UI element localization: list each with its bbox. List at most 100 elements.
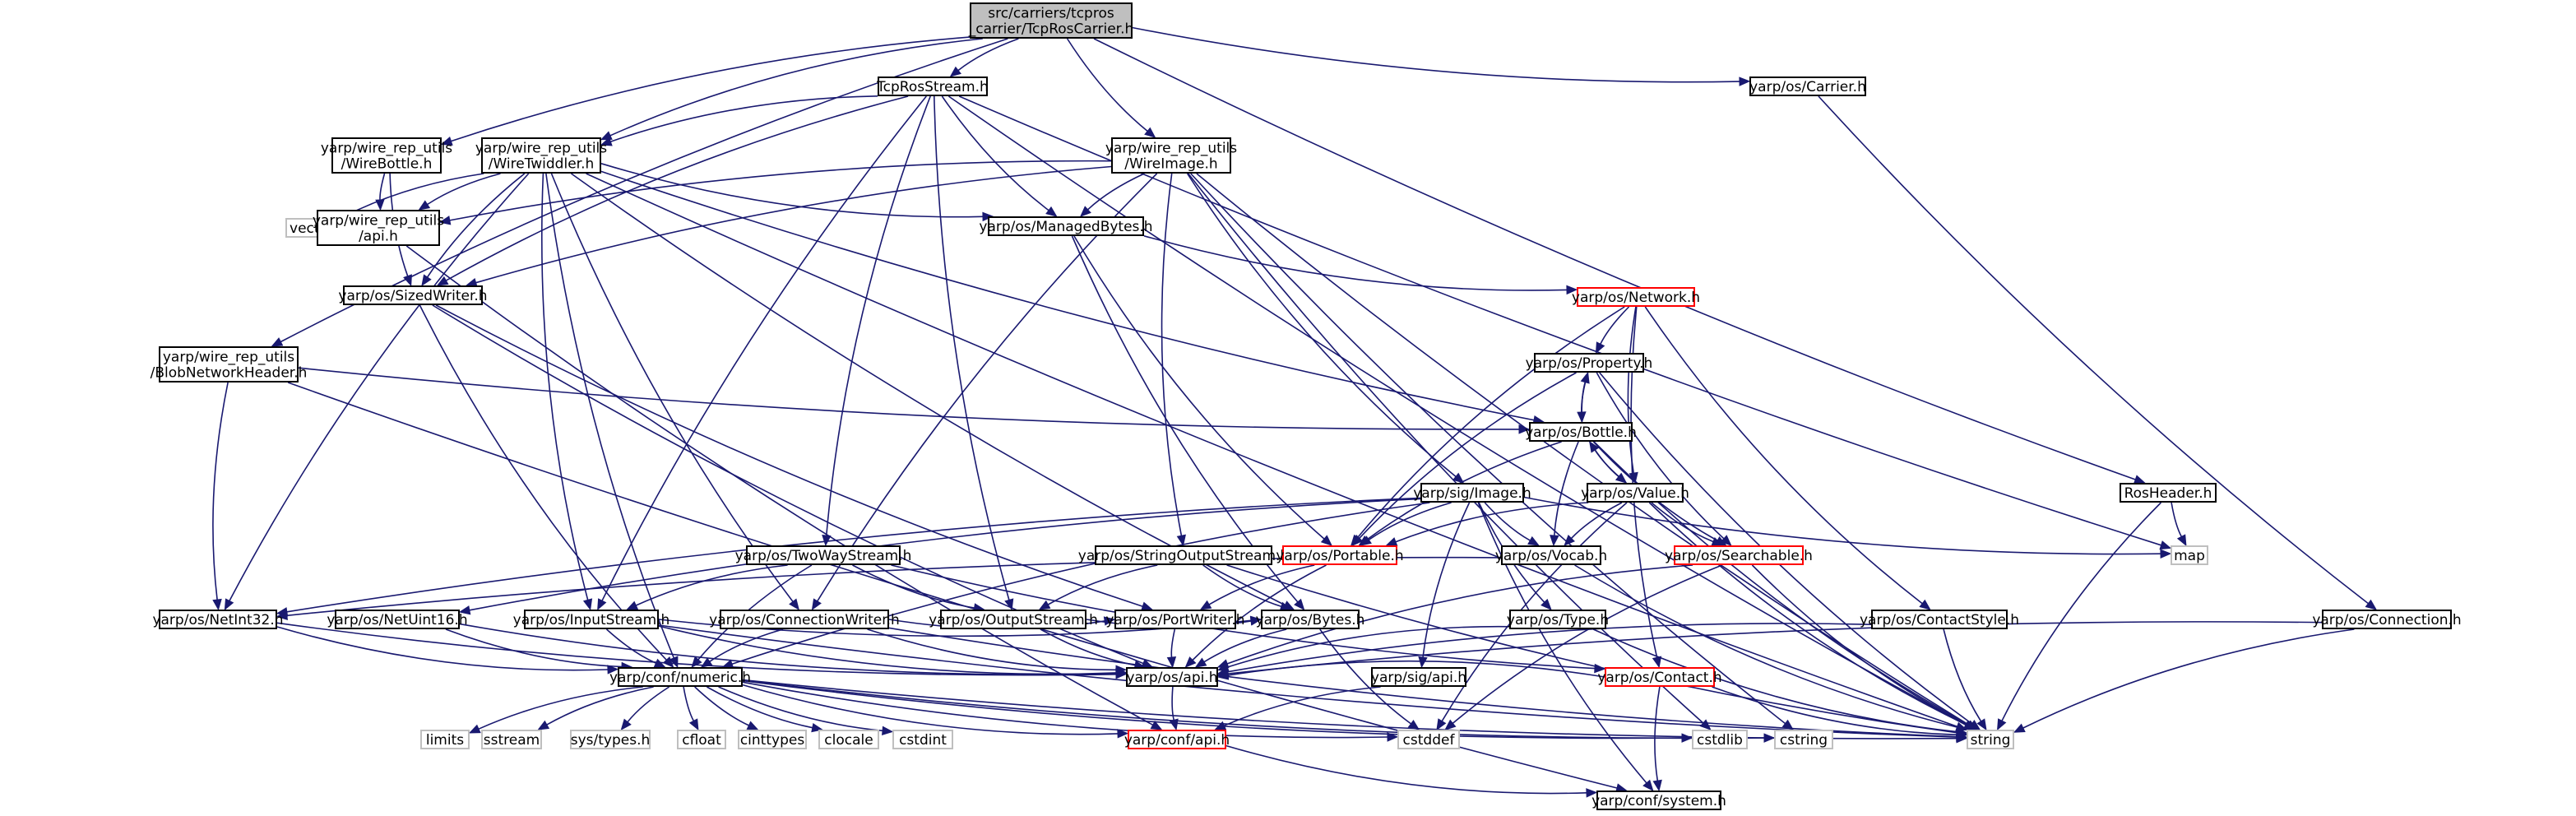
node-label-portable: yarp/os/Portable.h	[1276, 548, 1403, 564]
edge-numeric-to-limits	[478, 686, 643, 730]
node-clocale: clocale	[818, 730, 879, 749]
node-box-twowaystream	[746, 545, 901, 565]
arrowhead-inputstream-to-numeric	[653, 658, 666, 668]
edge-root-to-wiretwiddler	[609, 38, 983, 137]
arrowhead-numeric-to-limits	[468, 724, 481, 734]
node-sigapi[interactable]: yarp/sig/api.h	[1371, 667, 1466, 687]
node-netuint16[interactable]: yarp/os/NetUint16.h	[327, 610, 468, 629]
edge-wiretwiddler-to-connectionwriter	[550, 173, 794, 602]
arrowhead-image-to-vocab	[1527, 536, 1540, 546]
arrowhead-wiretwiddler-to-wireapi	[418, 200, 431, 211]
node-box-bytes	[1261, 610, 1360, 629]
node-image[interactable]: yarp/sig/Image.h	[1413, 483, 1531, 503]
arrowhead-root-to-rosheader	[2133, 475, 2146, 484]
edge-tcprosstream-to-twowaystream	[826, 95, 931, 536]
arrowhead-wiretwiddler-to-connectionwriter	[789, 598, 799, 611]
edge-image-to-sigapi	[1422, 502, 1471, 658]
edge-sizedwriter-to-portwriter	[435, 304, 1143, 608]
node-connectionwriter[interactable]: yarp/os/ConnectionWriter.h	[709, 610, 900, 629]
edge-wiretwiddler-to-inputstream	[541, 173, 589, 600]
node-outputstream[interactable]: yarp/os/OutputStream.h	[929, 610, 1098, 629]
node-sizedwriter[interactable]: yarp/os/SizedWriter.h	[338, 285, 488, 305]
node-label-clocale: clocale	[824, 732, 873, 749]
arrowhead-wireimage-to-image	[1452, 472, 1465, 484]
arrowhead-image-to-system	[1642, 779, 1654, 791]
node-box-contactstyle	[1871, 610, 2008, 629]
node-netint32[interactable]: yarp/os/NetInt32.h	[152, 610, 284, 629]
edge-osapi-to-confapi	[1171, 686, 1174, 721]
node-portwriter[interactable]: yarp/os/PortWriter.h	[1105, 610, 1245, 629]
node-root[interactable]: src/carriers/tcpros_carrier/TcpRosCarrie…	[968, 2, 1134, 39]
node-bytes[interactable]: yarp/os/Bytes.h	[1256, 610, 1365, 629]
node-stringoutputstream[interactable]: yarp/os/StringOutputStream.h	[1078, 545, 1289, 565]
node-box-cstring	[1774, 730, 1833, 749]
edge-managedbytes-to-portable	[1073, 235, 1325, 540]
node-wiretwiddler[interactable]: yarp/wire_rep_utils/WireTwiddler.h	[475, 137, 607, 174]
node-carrier[interactable]: yarp/os/Carrier.h	[1749, 76, 1866, 96]
node-label-system: yarp/conf/system.h	[1591, 793, 1726, 809]
node-property[interactable]: yarp/os/Property.h	[1526, 353, 1653, 373]
node-network[interactable]: yarp/os/Network.h	[1572, 287, 1700, 307]
edge-portable-to-portwriter	[1208, 564, 1315, 605]
node-connection[interactable]: yarp/os/Connection.h	[2312, 610, 2462, 629]
edge-image-to-vocab	[1484, 502, 1531, 541]
node-rosheader[interactable]: RosHeader.h	[2120, 483, 2217, 503]
edge-connection-to-string	[2022, 628, 2355, 729]
node-inputstream[interactable]: yarp/os/InputStream.h	[513, 610, 670, 629]
arrowhead-image-to-netuint16	[458, 605, 471, 615]
edge-value-to-vocab	[1570, 502, 1623, 539]
arrowhead-network-to-contactstyle	[1919, 599, 1931, 610]
node-value[interactable]: yarp/os/Value.h	[1581, 483, 1689, 503]
edge-tcprosstream-to-managedbytes	[941, 95, 1049, 211]
node-bottle[interactable]: yarp/os/Bottle.h	[1525, 422, 1637, 442]
arrowhead-portable-to-osapi	[1184, 656, 1197, 668]
arrowhead-carrier-to-connection	[2365, 599, 2378, 610]
edge-numeric-to-systypes	[627, 686, 670, 723]
node-wirebottle[interactable]: yarp/wire_rep_utils/WireBottle.h	[321, 137, 452, 174]
node-wireimage[interactable]: yarp/wire_rep_utils/WireImage.h	[1105, 137, 1237, 174]
node-box-portwriter	[1114, 610, 1236, 629]
node-box-sstream	[481, 730, 542, 749]
edge-property-to-searchable	[1596, 372, 1725, 540]
edge-numeric-to-sstream	[546, 686, 654, 726]
edge-wiretwiddler-to-vector	[346, 173, 484, 216]
arrowhead-wiretwiddler-to-sizedwriter	[421, 274, 432, 287]
arrowhead-searchable-to-cstddef	[1444, 719, 1457, 730]
edge-wiretwiddler-to-netint32	[229, 173, 530, 601]
edge-value-to-cstddef	[1441, 502, 1628, 722]
arrowhead-numeric-to-systypes	[620, 718, 632, 731]
node-contactstyle[interactable]: yarp/os/ContactStyle.h	[1860, 610, 2019, 629]
node-label-cstdlib: cstdlib	[1697, 732, 1743, 749]
node-box-rosheader	[2120, 483, 2217, 503]
node-label-cstddef: cstddef	[1403, 732, 1456, 749]
node-portable[interactable]: yarp/os/Portable.h	[1276, 545, 1404, 565]
node-vocab[interactable]: yarp/os/Vocab.h	[1495, 545, 1607, 565]
arrowhead-sizedwriter-to-portwriter	[1141, 601, 1154, 611]
node-system[interactable]: yarp/conf/system.h	[1591, 790, 1726, 810]
node-wireapi[interactable]: yarp/wire_rep_utils/api.h	[313, 210, 444, 246]
node-confapi[interactable]: yarp/conf/api.h	[1124, 730, 1230, 749]
node-label-portwriter: yarp/os/PortWriter.h	[1105, 612, 1244, 628]
node-searchable[interactable]: yarp/os/Searchable.h	[1665, 545, 1813, 565]
node-box-stringoutputstream	[1095, 545, 1272, 565]
edge-wireimage-to-string	[1196, 173, 1969, 726]
edge-netuint16-to-numeric	[445, 628, 623, 668]
edge-property-to-portable	[1359, 372, 1577, 539]
node-box-clocale	[818, 730, 879, 749]
node-osapi[interactable]: yarp/os/api.h	[1126, 667, 1218, 687]
node-contact[interactable]: yarp/os/Contact.h	[1597, 667, 1722, 687]
node-twowaystream[interactable]: yarp/os/TwoWayStream.h	[735, 545, 912, 565]
node-numeric[interactable]: yarp/conf/numeric.h	[609, 667, 751, 687]
node-label-root: _carrier/TcpRosCarrier.h	[968, 21, 1134, 38]
node-label-inputstream: yarp/os/InputStream.h	[513, 612, 670, 628]
node-blobheader[interactable]: yarp/wire_rep_utils/BlobNetworkHeader.h	[151, 346, 308, 382]
arrowhead-wireimage-to-connectionwriter	[811, 598, 822, 611]
node-type[interactable]: yarp/os/Type.h	[1507, 610, 1609, 629]
edge-image-to-map	[1523, 496, 2161, 555]
arrowhead-value-to-portable	[1385, 537, 1398, 546]
edge-numeric-to-clocale	[707, 686, 813, 729]
node-box-cstddef	[1397, 730, 1460, 749]
node-managedbytes[interactable]: yarp/os/ManagedBytes.h	[979, 216, 1153, 236]
node-tcprosstream[interactable]: TcpRosStream.h	[876, 76, 989, 96]
